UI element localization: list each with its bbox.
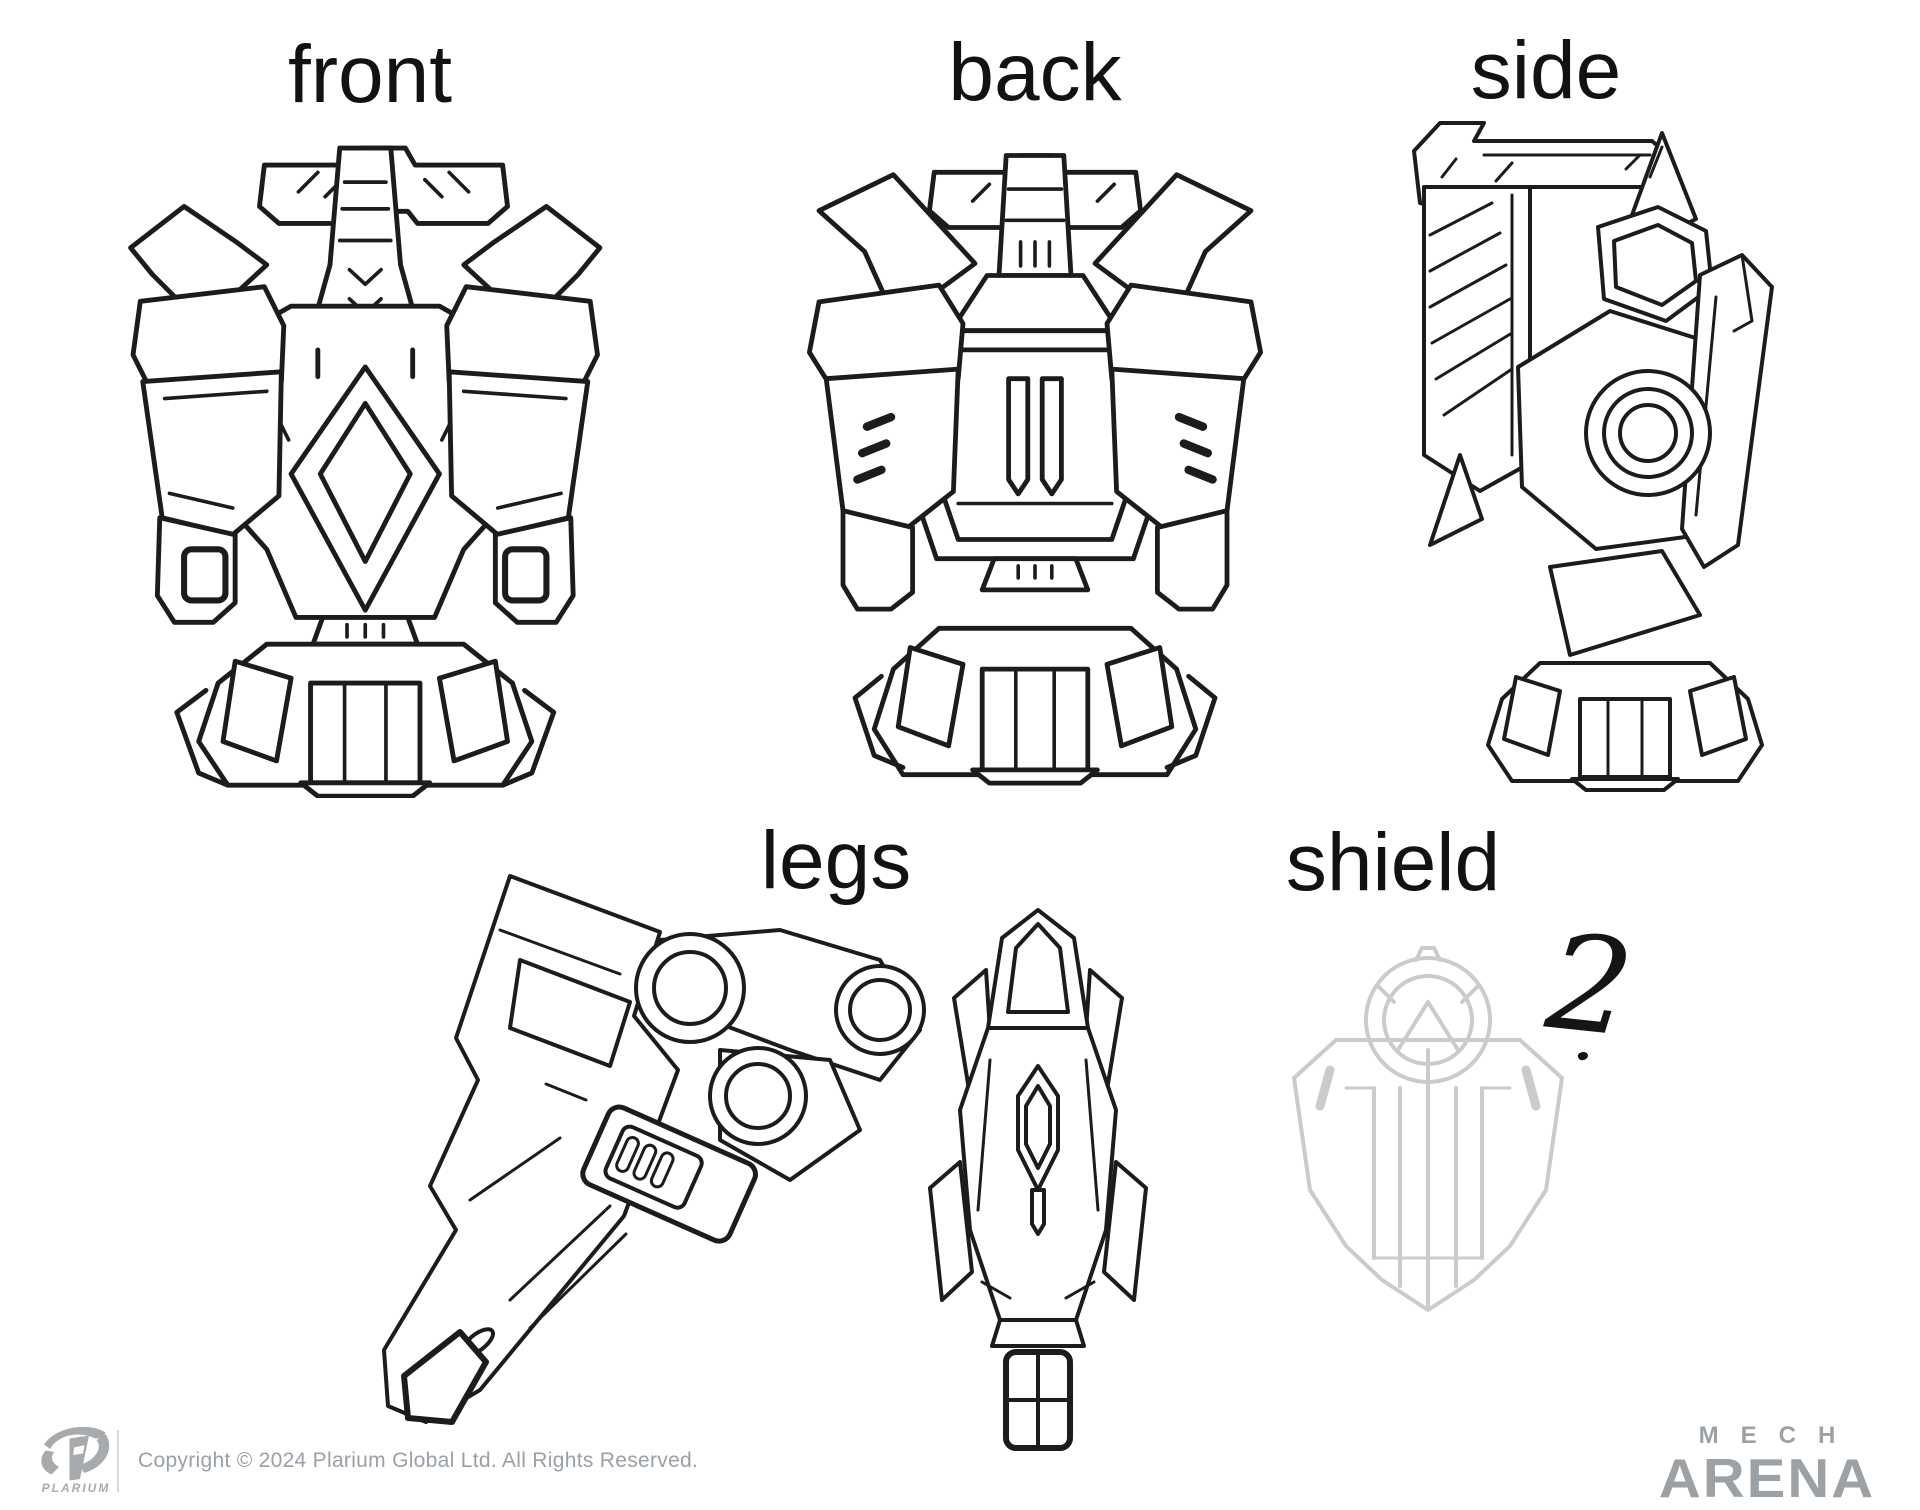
mech-arena-logo-line1: MECH <box>1698 1422 1858 1449</box>
shield-sketch-drawing <box>1278 928 1583 1333</box>
copyright-text: Copyright © 2024 Plarium Global Ltd. All… <box>138 1449 699 1472</box>
handwritten-mark: 2 <box>1540 905 1640 1067</box>
label-legs: legs <box>760 815 912 906</box>
mech-side-drawing <box>1400 115 1820 805</box>
label-shield: shield <box>1285 817 1501 908</box>
mech-front-drawing <box>116 128 651 798</box>
label-back: back <box>948 27 1122 118</box>
leg-three-quarter-drawing <box>360 870 940 1430</box>
footer-divider <box>117 1430 119 1492</box>
mech-arena-logo-line2: ARENA <box>1658 1447 1876 1510</box>
plarium-logo <box>41 1426 110 1481</box>
plarium-logo-text: PLARIUM <box>41 1481 111 1495</box>
label-front: front <box>287 29 453 120</box>
mech-back-drawing <box>795 130 1275 805</box>
leg-front-drawing <box>890 900 1185 1455</box>
mech-arena-logo: MECH ARENA <box>1628 1422 1906 1510</box>
label-side: side <box>1470 25 1622 116</box>
